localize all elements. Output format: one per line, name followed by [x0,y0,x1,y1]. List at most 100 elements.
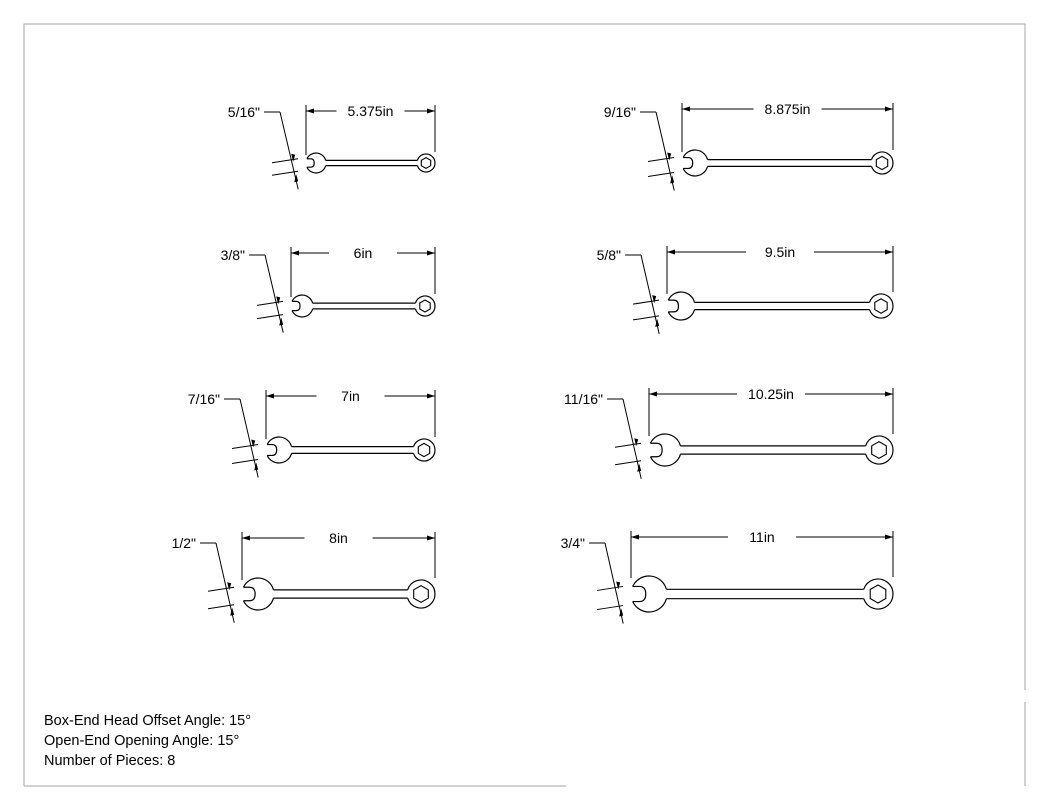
arrowhead [652,295,657,304]
size-label: 5/8" [597,247,621,263]
wrench-outline [649,433,894,467]
open-end-head [682,149,709,160]
size-dimension [640,111,675,191]
size-label: 9/16" [604,104,636,120]
arrowhead [682,106,690,112]
open-end-head [649,433,682,447]
jaw-opening [683,156,694,170]
extension-line [596,585,624,591]
open-end-head [632,598,667,613]
open-end-head [266,436,293,447]
open-end-head [682,166,709,177]
length-dimension [290,247,436,297]
length-label: 5.375in [348,103,394,119]
hex-socket [869,584,887,604]
arrowhead [885,391,893,397]
length-label: 11in [749,529,774,545]
arrowhead [670,175,675,184]
extension-line [207,586,235,592]
wrench-outline [266,436,436,464]
jaw-opening [243,586,256,602]
arrowhead [649,391,657,397]
wrench-outline [667,291,894,321]
extension-line [231,458,259,464]
length-label: 8in [329,530,348,546]
wrench-view: 6in 3/8" [221,245,436,333]
drawing-notes: Box-End Head Offset Angle: 15° Open-End … [44,711,251,771]
hex-socket [874,298,888,314]
jaw-opening [306,158,315,168]
box-end-head [865,435,894,465]
length-dimension [241,532,436,580]
sheet-border [23,23,1026,786]
wrench-outline [632,575,894,613]
box-end-head [870,151,894,175]
arrowhead [667,152,672,161]
offset-angle-note: Box-End Head Offset Angle: 15° [44,713,252,729]
box-end-head [868,293,894,319]
arrowhead [427,108,435,114]
leader-line [655,111,675,191]
wrench-view: 8in 1/2" [172,530,436,623]
length-dimension [305,105,436,155]
box-end-head [412,438,436,462]
size-dimension [625,254,660,334]
size-label: 7/16" [188,391,220,407]
open-end-head [242,597,275,611]
arrowhead [631,534,639,540]
arrowhead [427,250,435,256]
jaw-opening [650,442,663,458]
box-end-head [414,295,436,317]
arrowhead [616,581,621,590]
open-end-head [242,577,275,591]
arrowhead [306,108,314,114]
length-dimension [265,390,436,439]
extension-line [632,299,660,305]
extension-line [271,170,299,176]
hex-socket [417,442,431,458]
arrowhead [251,439,256,448]
arrowhead [294,174,299,183]
size-label: 1/2" [172,535,196,551]
hex-socket [871,440,887,460]
arrowhead [427,393,435,399]
open-end-head [667,309,696,321]
wrench-view: 8.875in 9/16" [604,101,894,191]
length-label: 9.5in [765,244,795,260]
wrench-view: 7in 7/16" [188,388,436,478]
arrowhead [667,249,675,255]
extension-line [256,300,284,306]
open-end-head [667,291,696,303]
arrowhead [230,607,235,616]
wrench-outline [306,152,436,174]
arrowhead [254,462,259,471]
hex-socket [413,584,429,604]
arrowhead [242,535,250,541]
leader-line [215,542,235,623]
open-end-head [632,575,667,590]
leader-line [279,111,299,190]
size-dimension [589,542,624,624]
arrowhead [291,250,299,256]
jaw-opening [292,300,301,312]
piece-count-note: Number of Pieces: 8 [44,753,176,769]
length-label: 7in [341,388,360,404]
leader-line [604,542,624,624]
wrench-outline [682,149,894,177]
jaw-opening [668,299,680,313]
length-dimension [681,103,894,152]
size-label: 3/4" [561,535,585,551]
hex-socket [419,299,431,313]
arrowhead [227,582,232,591]
hex-socket [420,156,432,170]
size-dimension [224,398,259,478]
open-end-head [649,453,682,467]
jaw-opening [632,585,647,603]
arrowhead [619,608,624,617]
size-dimension [607,398,642,479]
arrowhead [885,106,893,112]
length-label: 8.875in [765,101,811,117]
hex-socket [875,155,889,171]
arrowhead [279,317,284,326]
